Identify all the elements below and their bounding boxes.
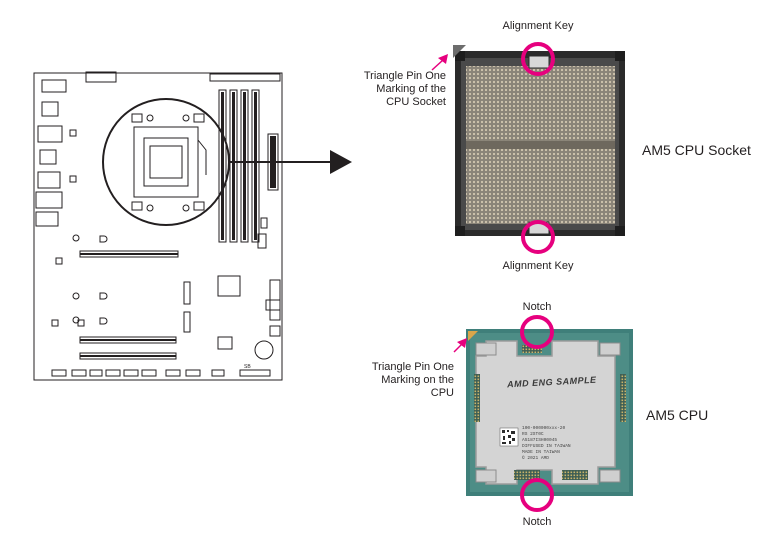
- socket-pin-one-triangle: [453, 45, 466, 58]
- cpu-notch-bottom-label: Notch: [522, 516, 552, 528]
- cpu-serial-line: RS 2ST0C: [522, 431, 544, 437]
- cpu-serial-lines: 100-000000xxx-20 RS 2ST0C A5187ISH00045 …: [522, 425, 571, 461]
- cpu-serial-line: A5187ISH00045: [522, 437, 557, 443]
- socket-alignment-key-bottom-label: Alignment Key: [502, 260, 574, 272]
- socket-highlight-circle: [102, 98, 230, 226]
- cpu-name-label: AM5 CPU: [646, 407, 709, 423]
- cpu-notch-top-circle: [520, 315, 554, 349]
- cpu-serial-line: 100-000000xxx-20: [522, 425, 566, 431]
- cpu-brand-text: AMD ENG SAMPLE: [506, 375, 597, 390]
- socket-name-label: AM5 CPU Socket: [642, 142, 751, 158]
- cpu-triangle-pointer: [453, 338, 467, 353]
- board-label-sb: SB: [244, 364, 251, 370]
- socket-key-top-circle: [521, 42, 555, 76]
- cpu-triangle-label: Triangle Pin One Marking on the CPU: [371, 361, 454, 399]
- cpu-serial-line: © 2021 AMD: [522, 454, 549, 461]
- cpu-serial-line: DIFFUSED IN TAIWAN: [522, 443, 571, 449]
- cpu-notch-bottom-circle: [520, 478, 554, 512]
- socket-triangle-pointer: [431, 54, 448, 71]
- cpu-pin-one-triangle: [468, 331, 478, 341]
- am5-cpu: [466, 329, 633, 496]
- socket-triangle-label: Triangle Pin One Marking of the CPU Sock…: [363, 70, 446, 108]
- pointer-arrow: [229, 150, 352, 174]
- am5-socket: [455, 51, 625, 236]
- cpu-serial-line: MADE IN TAIWAN: [522, 449, 560, 455]
- cpu-notch-top-label: Notch: [522, 301, 552, 313]
- socket-key-bottom-circle: [521, 220, 555, 254]
- socket-alignment-key-top-label: Alignment Key: [502, 20, 574, 32]
